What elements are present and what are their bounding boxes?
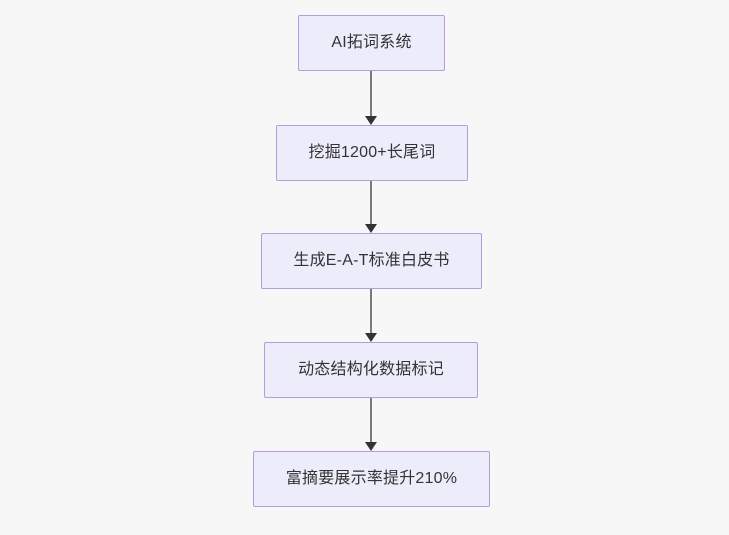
connector-line xyxy=(370,71,372,116)
arrowhead-icon xyxy=(365,333,377,342)
flow-node-dynamic-structured-data[interactable]: 动态结构化数据标记 xyxy=(264,342,478,398)
flow-node-label: 生成E-A-T标准白皮书 xyxy=(293,252,450,270)
arrowhead-icon xyxy=(365,116,377,125)
flow-node-label: AI拓词系统 xyxy=(331,34,412,52)
arrowhead-icon xyxy=(365,224,377,233)
connector-line xyxy=(370,289,372,333)
flow-node-mine-longtail-keywords[interactable]: 挖掘1200+长尾词 xyxy=(276,125,468,181)
flow-node-label: 动态结构化数据标记 xyxy=(298,361,444,379)
connector-line xyxy=(370,181,372,224)
flow-node-label: 挖掘1200+长尾词 xyxy=(308,144,436,162)
connector-line xyxy=(370,398,372,442)
flow-node-label: 富摘要展示率提升210% xyxy=(285,470,458,488)
flow-node-generate-eat-whitepaper[interactable]: 生成E-A-T标准白皮书 xyxy=(261,233,482,289)
flow-node-ai-keyword-system[interactable]: AI拓词系统 xyxy=(298,15,445,71)
arrowhead-icon xyxy=(365,442,377,451)
flow-node-rich-snippet-uplift[interactable]: 富摘要展示率提升210% xyxy=(253,451,490,507)
